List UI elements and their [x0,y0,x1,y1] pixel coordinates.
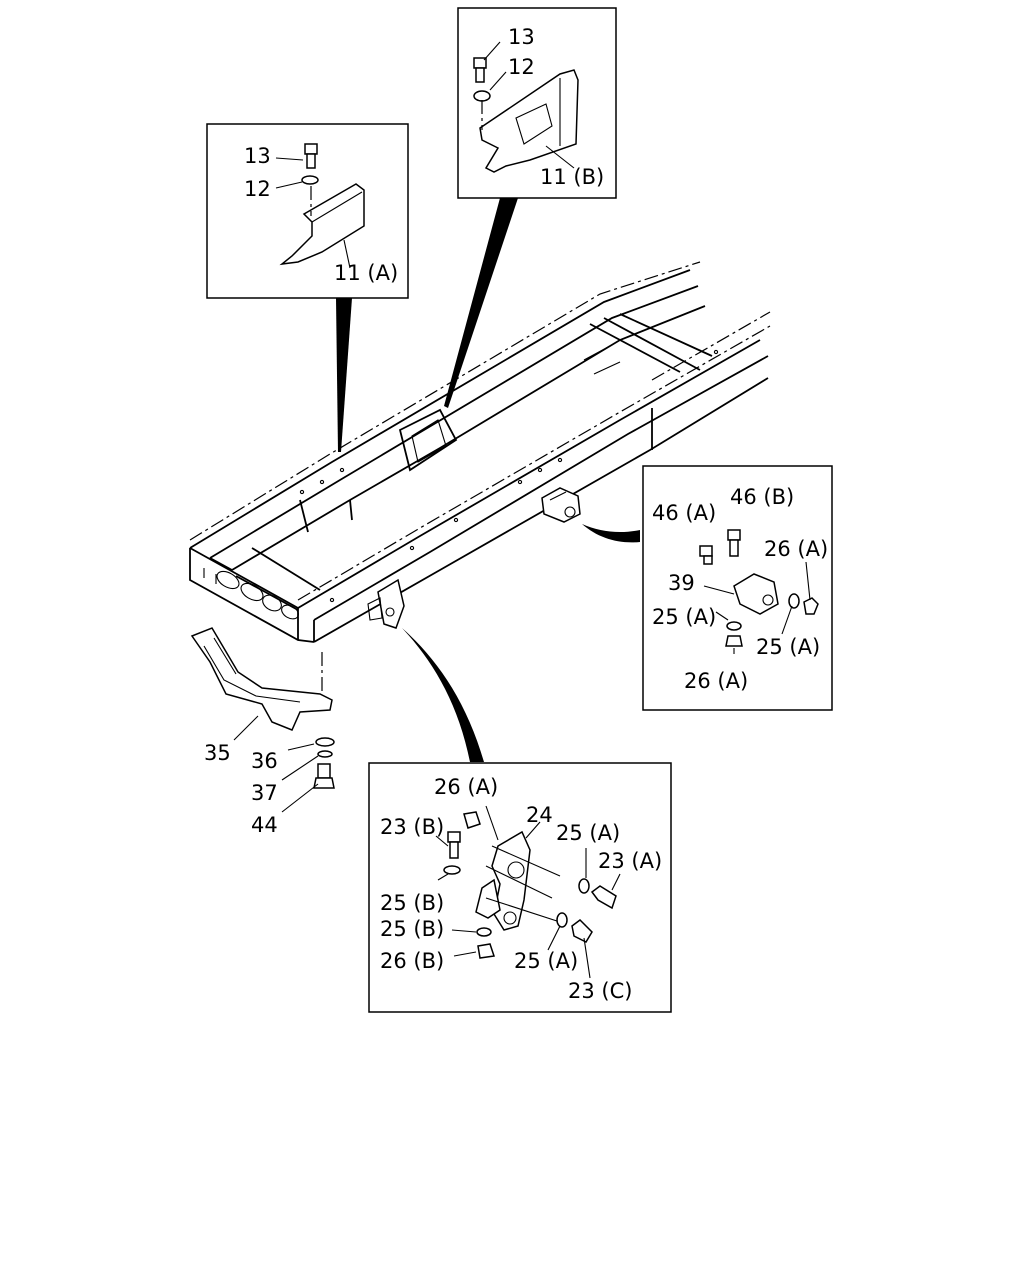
bracket-24 [491,830,531,931]
callout-pointer-b [444,198,518,408]
label-25a-d-top: 25 (A) [556,821,620,845]
bracket-35 [190,627,333,731]
nut-26a [463,811,481,829]
callout-pointer-c [582,524,640,543]
nut-26a-right [803,597,819,615]
label-25a-d-bottom: 25 (A) [514,949,578,973]
rear-mount-assembly [541,487,581,523]
bolt-23c [571,919,593,943]
label-46a: 46 (A) [652,501,716,525]
bolt-13-b [473,57,487,83]
bracket-11b [479,69,579,173]
label-13-b: 13 [508,25,535,49]
label-44: 44 [251,813,278,837]
front-spring-bracket-assembly [367,578,405,629]
bracket-11a [279,183,365,266]
label-26a-top: 26 (A) [764,537,828,561]
label-26b: 26 (B) [380,949,444,973]
bolt-46b [727,529,741,557]
label-11b: 11 (B) [540,165,604,189]
label-24: 24 [526,803,553,827]
inset-a: 13 12 11 (A) [206,123,409,299]
washer-37 [317,750,333,758]
label-26a-d: 26 (A) [434,775,498,799]
label-13-a: 13 [244,144,271,168]
nut-26b [477,943,495,959]
label-12-a: 12 [244,177,271,201]
label-46b: 46 (B) [730,485,794,509]
label-23a: 23 (A) [598,849,662,873]
bolt-44 [313,763,335,789]
label-25a-left: 25 (A) [652,605,716,629]
label-23b: 23 (B) [380,815,444,839]
inset-c: 46 (A) 46 (B) 26 (A) 39 25 (A) 25 (A) 26… [642,465,833,711]
label-36: 36 [251,749,278,773]
label-26a-bottom: 26 (A) [684,669,748,693]
washer-25a-lower-d [556,912,568,928]
washer-25b-lower [476,927,492,937]
label-23c: 23 (C) [568,979,632,1003]
label-25b-bottom: 25 (B) [380,917,444,941]
nut-26a-lower [725,635,743,647]
washer-25b-upper [443,865,461,875]
inset-b: 13 12 11 (B) [457,7,617,199]
washer-25a-lower [726,621,742,631]
bolt-23a [590,885,617,910]
label-37: 37 [251,781,278,805]
callout-pointer-a [336,298,352,452]
bolt-23b [447,831,461,859]
label-35: 35 [204,741,231,765]
washer-25a-upper [578,878,590,894]
bolt-46a [699,545,713,565]
washer-25a-right [788,593,800,609]
callout-pointer-d [402,628,484,762]
label-12-b: 12 [508,55,535,79]
label-25b-top: 25 (B) [380,891,444,915]
label-11a: 11 (A) [334,261,398,285]
washer-36 [315,737,335,747]
inset-d: 26 (A) 24 23 (B) 25 (A) 23 (A) 25 (B) 25… [368,762,672,1013]
washer-12-b [473,90,491,102]
label-25a-right: 25 (A) [756,635,820,659]
bolt-13-a [304,143,318,169]
label-39: 39 [668,571,695,595]
washer-12-a [301,175,319,185]
mount-39 [733,573,779,615]
